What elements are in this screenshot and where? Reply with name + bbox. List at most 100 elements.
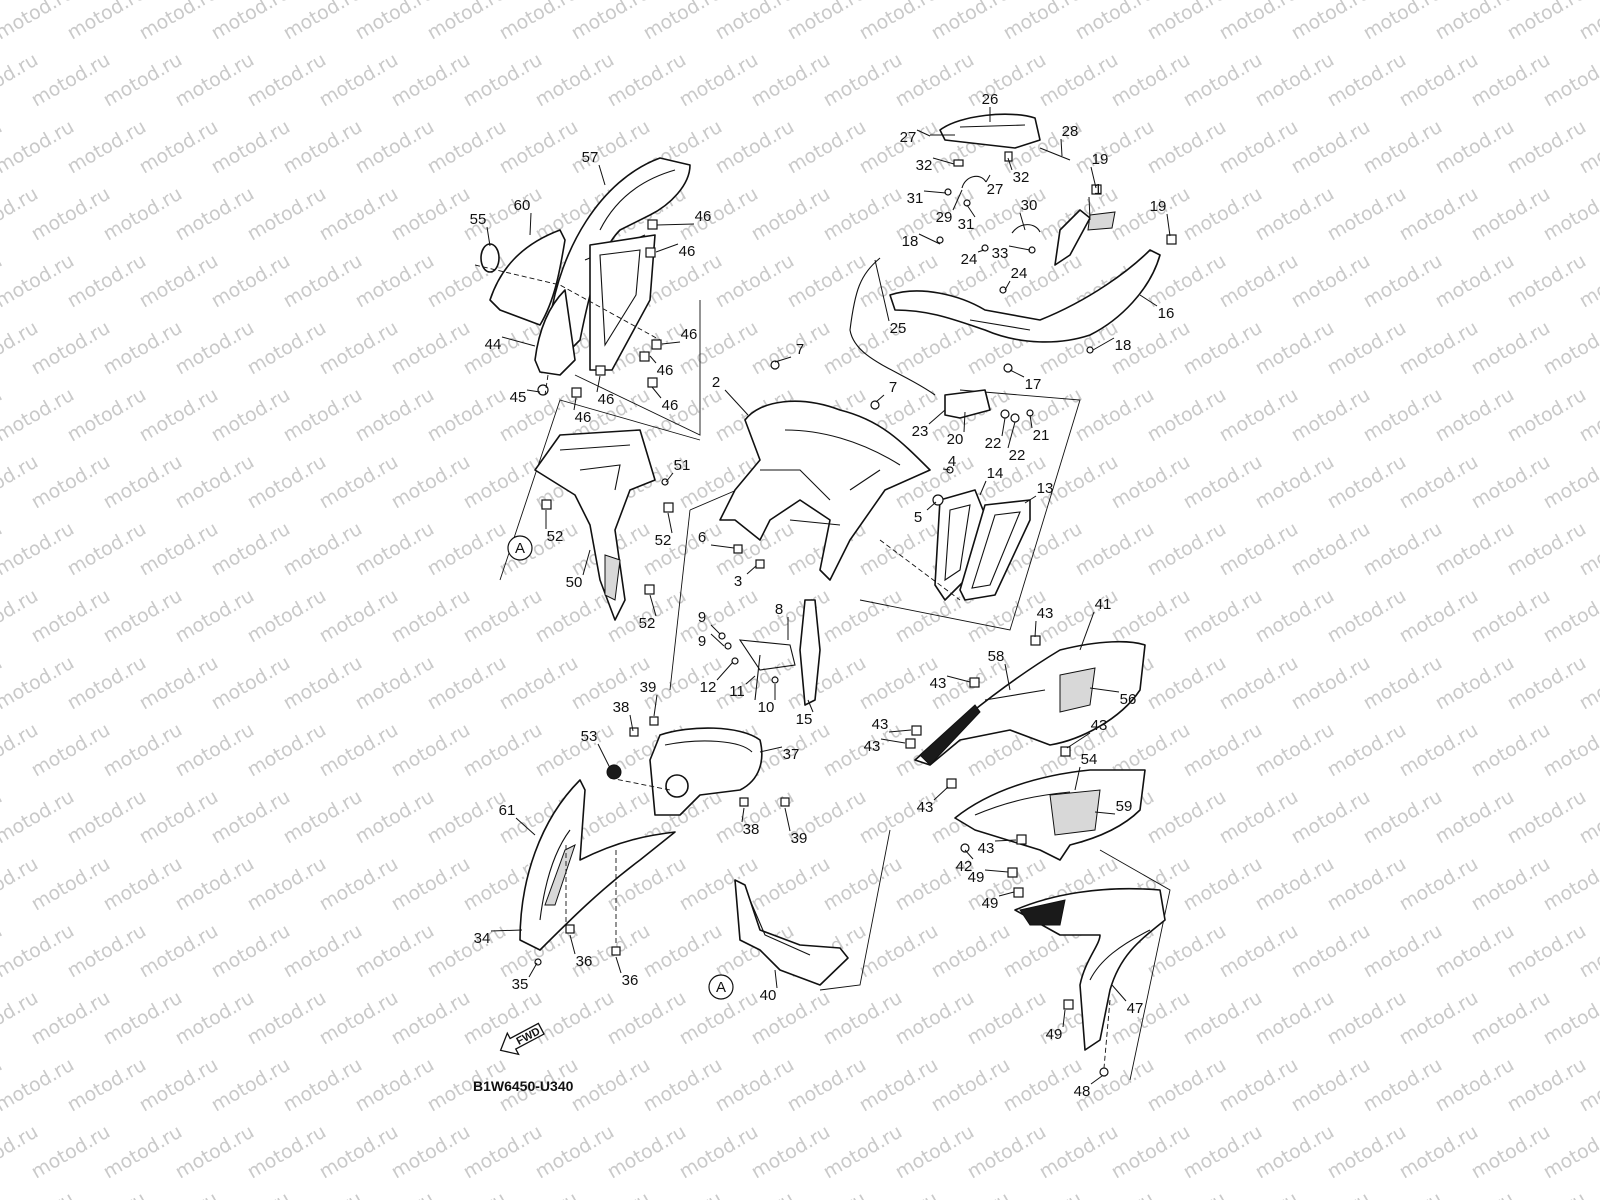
watermark-text: motod.ru	[100, 585, 186, 648]
watermark-text: motod.ru	[280, 0, 366, 44]
watermark-text: motod.ru	[496, 1188, 582, 1200]
callout-52: 52	[639, 615, 656, 632]
watermark-text: motod.ru	[1360, 1188, 1446, 1200]
leader-line	[665, 472, 674, 483]
watermark-text: motod.ru	[100, 317, 186, 380]
leader-line	[649, 355, 657, 364]
watermark-text: motod.ru	[1180, 1121, 1266, 1184]
callout-46: 46	[681, 326, 698, 343]
watermark-text: motod.ru	[1072, 1188, 1158, 1200]
fastener-39b	[780, 797, 790, 807]
watermark-text: motod.ru	[280, 652, 366, 715]
watermark-text: motod.ru	[64, 518, 150, 581]
watermark-text: motod.ru	[640, 920, 726, 983]
callout-24: 24	[961, 251, 978, 268]
callout-57: 57	[582, 149, 599, 166]
watermark-text: motod.ru	[352, 652, 438, 715]
watermark-text: motod.ru	[568, 0, 654, 44]
leader-line	[1034, 620, 1037, 638]
watermark-text: motod.ru	[0, 920, 78, 983]
leader-line	[615, 956, 622, 974]
watermark-text: motod.ru	[1144, 1054, 1230, 1117]
fastener-36a	[565, 924, 575, 934]
watermark-text: motod.ru	[676, 183, 762, 246]
callout-51: 51	[674, 457, 691, 474]
callout-36: 36	[576, 953, 593, 970]
watermark-text: motod.ru	[928, 1054, 1014, 1117]
callout-2: 2	[712, 374, 720, 391]
watermark-text: motod.ru	[352, 384, 438, 447]
leader-lines	[486, 107, 1171, 1085]
watermark-text: motod.ru	[1252, 451, 1338, 514]
leader-line	[979, 480, 987, 496]
fastener-36b	[611, 946, 621, 956]
fastener-43a	[1030, 635, 1041, 646]
watermark-text: motod.ru	[784, 0, 870, 44]
watermark-text: motod.ru	[28, 987, 114, 1050]
watermark-text: motod.ru	[784, 250, 870, 313]
watermark-text: motod.ru	[1144, 116, 1230, 179]
watermark-text: motod.ru	[1324, 451, 1410, 514]
part-25-cable	[849, 257, 936, 396]
part-16-meter-panel	[889, 209, 1161, 343]
watermark-text: motod.ru	[496, 116, 582, 179]
watermark-text: motod.ru	[1432, 0, 1518, 44]
fastener-31a	[944, 188, 952, 196]
watermark-text: motod.ru	[0, 652, 78, 715]
watermark-text: motod.ru	[964, 183, 1050, 246]
watermark-text: motod.ru	[244, 719, 330, 782]
leader-line	[994, 839, 1017, 842]
watermark-text: motod.ru	[676, 1121, 762, 1184]
watermark-text: motod.ru	[28, 183, 114, 246]
watermark-text: motod.ru	[1396, 49, 1482, 112]
watermark-text: motod.ru	[1072, 384, 1158, 447]
watermark-text: motod.ru	[1216, 518, 1302, 581]
watermark-text: motod.ru	[1468, 317, 1554, 380]
callout-30: 30	[1021, 197, 1038, 214]
watermark-text: motod.ru	[568, 1188, 654, 1200]
watermark-text: motod.ru	[1360, 920, 1446, 983]
forward-label: FWD	[515, 1025, 543, 1047]
watermark-text: motod.ru	[1180, 317, 1266, 380]
callout-52: 52	[547, 528, 564, 545]
watermark-text: motod.ru	[244, 183, 330, 246]
watermark-text: motod.ru	[352, 920, 438, 983]
watermark-text: motod.ru	[1036, 1121, 1122, 1184]
callout-44: 44	[485, 336, 502, 353]
leader-line	[926, 501, 937, 511]
callout-25: 25	[890, 320, 907, 337]
watermark-text: motod.ru	[1360, 0, 1446, 44]
watermark-text: motod.ru	[1216, 250, 1302, 313]
callout-40: 40	[760, 987, 777, 1004]
callout-58: 58	[988, 648, 1005, 665]
watermark-text: motod.ru	[424, 786, 510, 849]
watermark-text: motod.ru	[856, 0, 942, 44]
callout-49: 49	[1046, 1026, 1063, 1043]
watermark-text: motod.ru	[1180, 853, 1266, 916]
watermark-text: motod.ru	[1504, 1188, 1590, 1200]
watermark-text: motod.ru	[1504, 786, 1590, 849]
callout-19: 19	[1150, 198, 1167, 215]
watermark-text: motod.ru	[1396, 987, 1482, 1050]
leader-line	[1139, 294, 1158, 307]
leader-line	[1029, 414, 1033, 429]
leader-line	[1001, 417, 1006, 437]
callout-16: 16	[1158, 305, 1175, 322]
watermark-text: motod.ru	[352, 250, 438, 313]
part-15-bracket	[799, 599, 821, 706]
watermark-text: motod.ru	[748, 853, 834, 916]
callout-43: 43	[864, 738, 881, 755]
watermark-text: motod.ru	[172, 719, 258, 782]
watermark-text: motod.ru	[928, 1188, 1014, 1200]
watermark-text: motod.ru	[280, 518, 366, 581]
watermark-text: motod.ru	[640, 518, 726, 581]
leader-line	[598, 164, 606, 186]
watermark-text: motod.ru	[64, 0, 150, 44]
watermark-text: motod.ru	[1216, 920, 1302, 983]
watermark-text: motod.ru	[532, 49, 618, 112]
callout-54: 54	[1081, 751, 1098, 768]
fastener-43d	[905, 738, 916, 749]
leader-line	[952, 189, 963, 211]
watermark-text: motod.ru	[100, 1121, 186, 1184]
watermark-text: motod.ru	[136, 920, 222, 983]
